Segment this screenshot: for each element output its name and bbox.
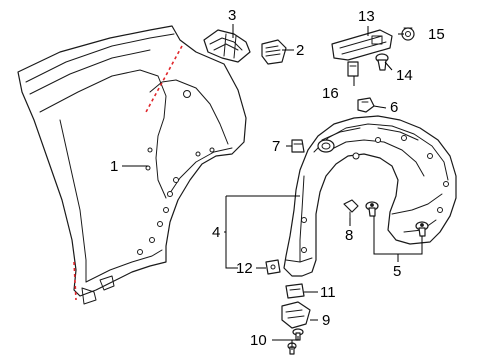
quarter-panel xyxy=(17,25,247,305)
callout-2: 2 xyxy=(296,42,304,59)
clip-part-7 xyxy=(291,139,305,153)
callout-15: 15 xyxy=(428,26,445,43)
callout-11: 11 xyxy=(320,284,336,301)
bracket-part-3 xyxy=(203,29,251,63)
callout-1: 1 xyxy=(110,158,118,175)
wheelhouse-liner xyxy=(283,115,457,277)
clip-part-16 xyxy=(347,61,359,77)
cut-line-lower xyxy=(73,261,77,301)
callout-labels: 1 2 3 4 5 6 7 8 9 10 11 12 13 14 15 16 xyxy=(110,7,445,349)
push-pin-part-8 xyxy=(343,199,359,219)
callout-8: 8 xyxy=(345,227,353,244)
bolt-part-10-upper xyxy=(292,328,304,341)
bracket-part-13 xyxy=(331,29,393,61)
clip-part-11 xyxy=(285,283,305,299)
clip-part-12 xyxy=(265,259,281,275)
leader-lines xyxy=(122,24,423,350)
callout-6: 6 xyxy=(390,99,398,116)
cut-line-upper xyxy=(145,45,183,113)
callout-5: 5 xyxy=(393,263,401,280)
clip-part-2 xyxy=(261,39,287,65)
callout-4: 4 xyxy=(212,224,220,241)
nut-part-15 xyxy=(401,27,415,41)
callout-13: 13 xyxy=(358,8,375,25)
callout-10: 10 xyxy=(250,332,267,349)
callout-14: 14 xyxy=(396,67,413,84)
screw-part-5-left xyxy=(365,201,379,217)
clip-part-6 xyxy=(357,97,375,113)
bracket-part-9 xyxy=(281,301,311,329)
callout-12: 12 xyxy=(236,260,253,277)
callout-9: 9 xyxy=(322,312,330,329)
callout-7: 7 xyxy=(272,138,280,155)
bolt-part-14 xyxy=(375,53,389,71)
callout-16: 16 xyxy=(322,85,339,102)
callout-3: 3 xyxy=(228,7,236,24)
screw-part-5-right xyxy=(415,221,429,237)
